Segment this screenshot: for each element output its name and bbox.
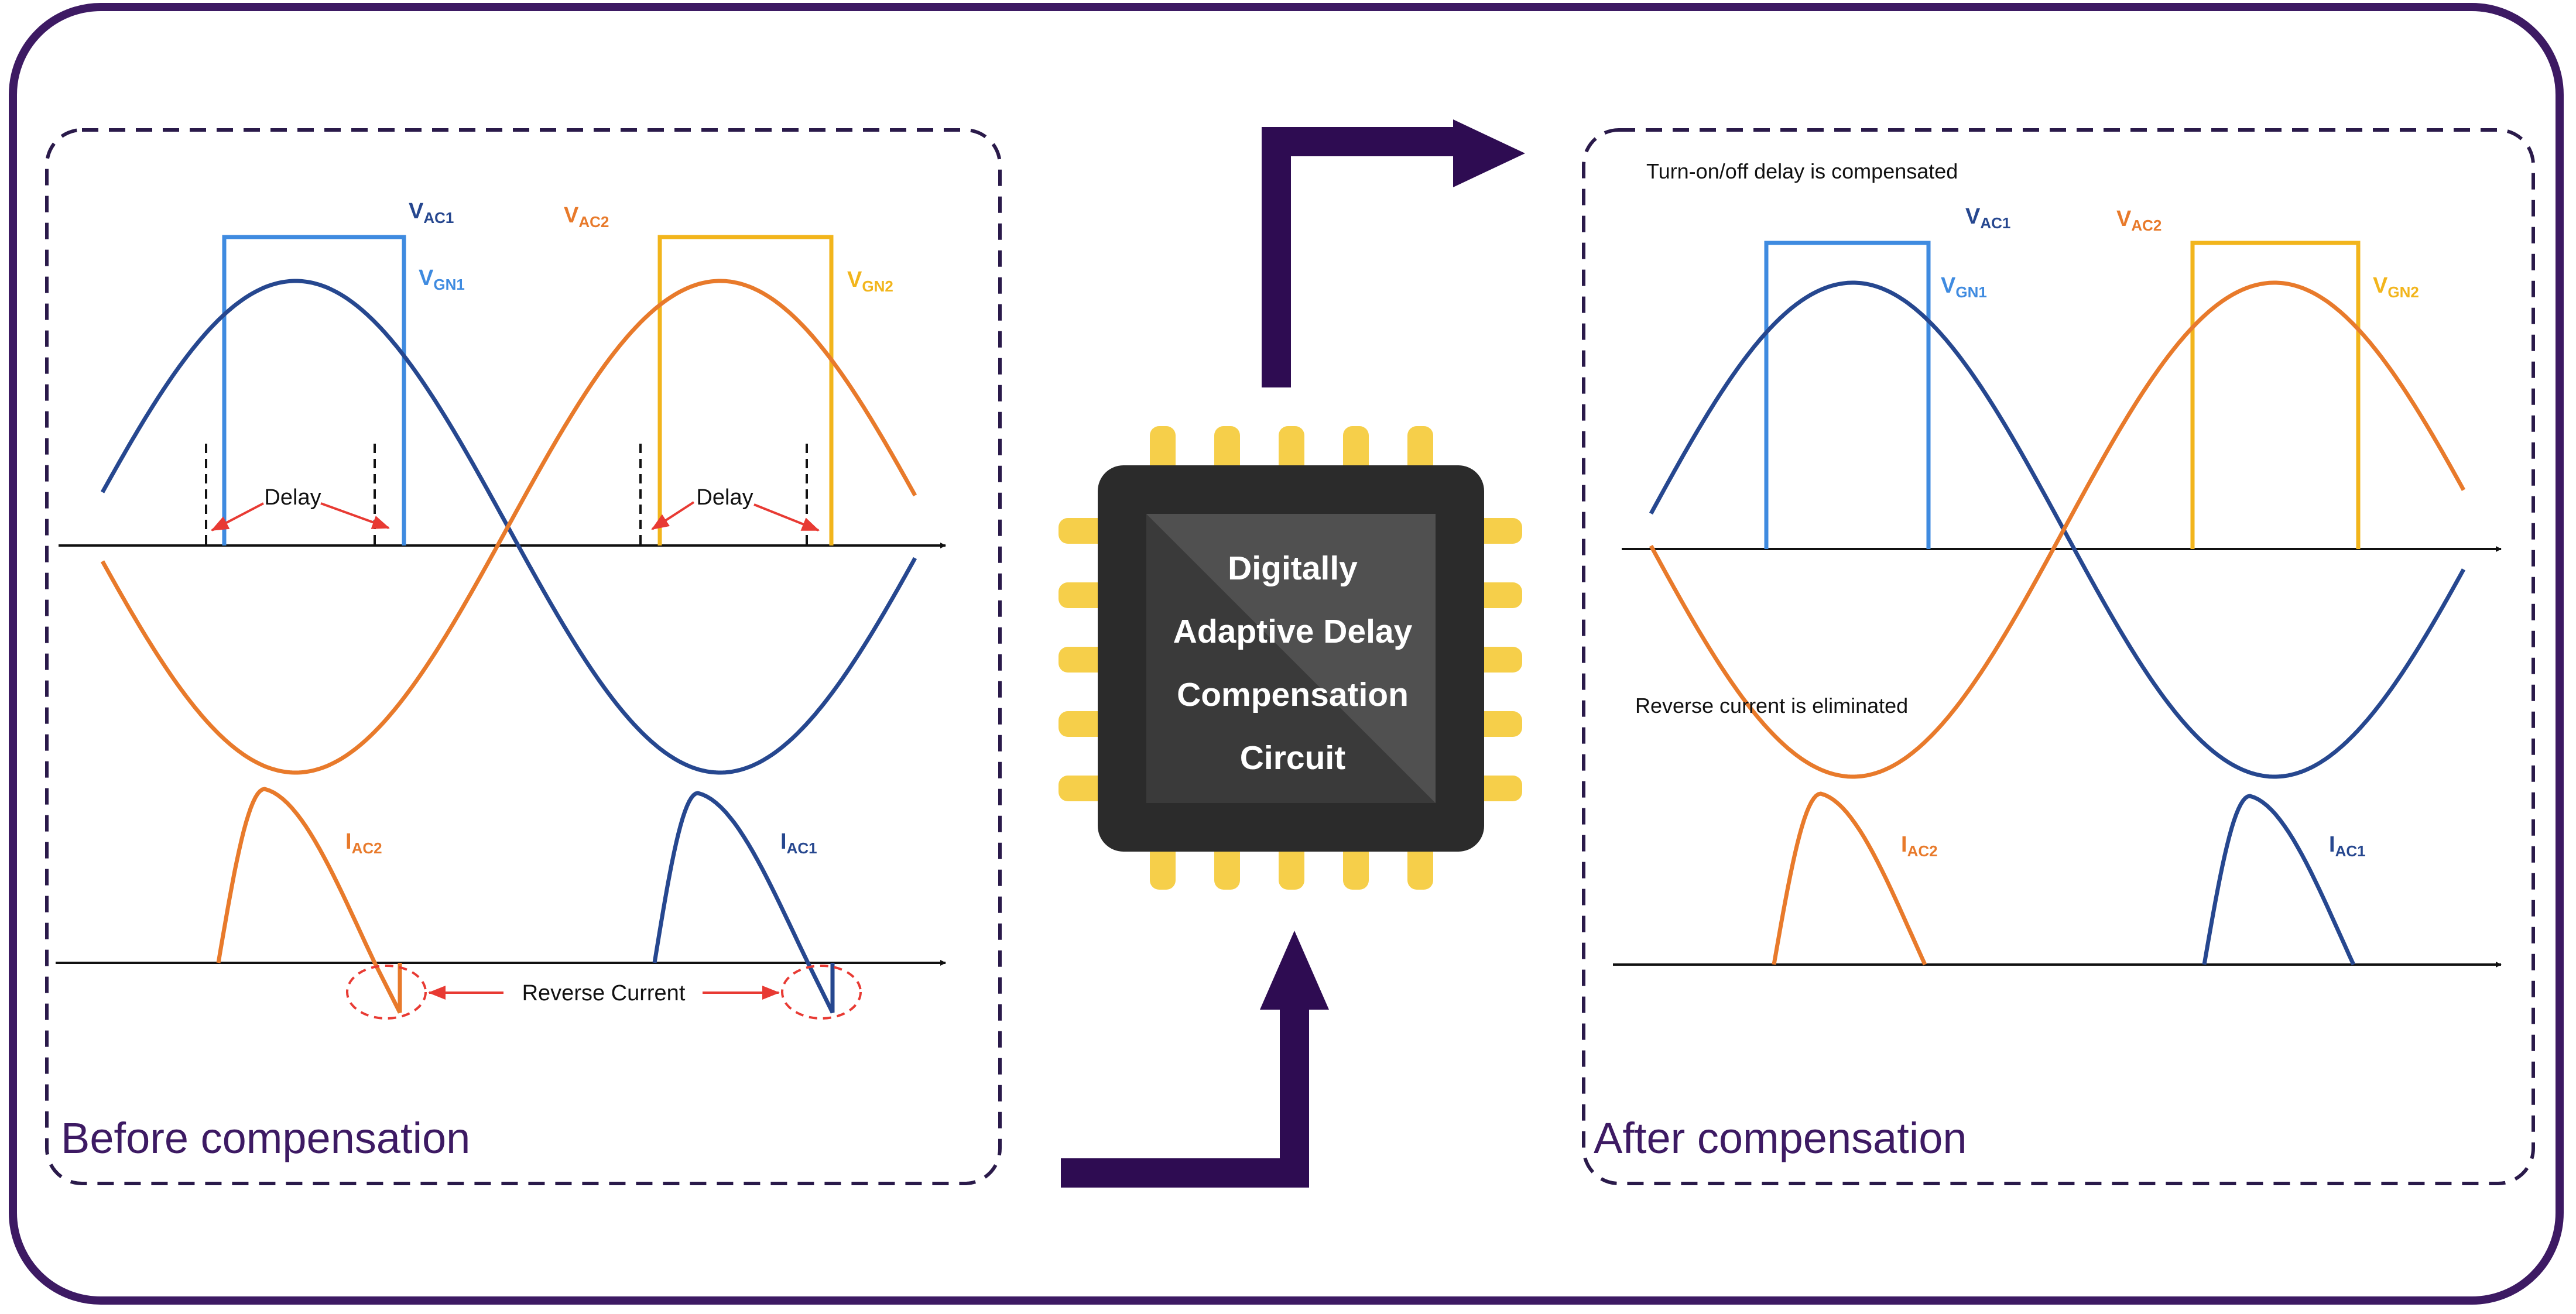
after-vgn2-label: VGN2 xyxy=(2373,273,2419,301)
before-delay-arrow xyxy=(320,502,390,529)
before-vgn2-pulse xyxy=(657,235,834,546)
before-reverse-current-ellipse-2 xyxy=(781,965,862,1020)
after-iac2-label: IAC2 xyxy=(1901,832,1938,860)
chip: Digitally Adaptive Delay Compensation Ci… xyxy=(1059,426,1522,890)
before-title: Before compensation xyxy=(61,1114,470,1162)
before-panel: Delay Delay VAC1 VAC2 VGN1 VGN2 IAC2 IAC… xyxy=(56,199,946,1162)
before-vgn1-label: VGN1 xyxy=(419,266,465,293)
before-iac2-pulse xyxy=(216,787,402,1014)
before-delay-label-1: Delay xyxy=(264,485,321,510)
before-iac1-pulse xyxy=(652,791,835,1014)
chip-label-line1: Digitally xyxy=(1228,550,1358,587)
after-panel-border xyxy=(1582,128,2535,1185)
chip-label-line3: Compensation xyxy=(1177,676,1409,713)
after-vgn1-pulse xyxy=(1764,241,1931,549)
before-vac2-waveform xyxy=(100,279,917,775)
chip-label-line2: Adaptive Delay xyxy=(1173,613,1413,650)
before-iac1-label: IAC1 xyxy=(780,829,817,857)
after-vac1-waveform xyxy=(1649,280,2466,779)
before-delay-arrow xyxy=(753,503,820,531)
before-vgn1-pulse xyxy=(222,235,406,546)
before-delay-arrow xyxy=(211,502,264,531)
after-iac2-pulse xyxy=(1772,791,1927,966)
input-arrow xyxy=(1061,1002,1309,1188)
after-vac2-waveform xyxy=(1649,280,2466,779)
before-delay-arrow xyxy=(651,501,695,530)
after-note-top: Turn-on/off delay is compensated xyxy=(1646,159,1958,183)
chip-die-highlight xyxy=(1146,514,1436,803)
before-panel-border xyxy=(45,128,1002,1185)
after-vac2-label: VAC2 xyxy=(2116,207,2161,234)
after-title: After compensation xyxy=(1594,1114,1967,1162)
before-reverse-current-label: Reverse Current xyxy=(522,981,686,1006)
after-note-mid: Reverse current is eliminated xyxy=(1635,694,1908,718)
after-panel: Turn-on/off delay is compensated VAC1 VA… xyxy=(1594,159,2502,1162)
after-vgn2-pulse xyxy=(2190,241,2361,549)
before-vac1-label: VAC1 xyxy=(409,199,454,227)
after-vgn1-label: VGN1 xyxy=(1941,273,1987,301)
input-arrowhead xyxy=(1260,931,1329,1010)
chip-label-line4: Circuit xyxy=(1240,739,1346,777)
before-vac2-label: VAC2 xyxy=(564,203,609,231)
output-arrowhead xyxy=(1453,119,1525,187)
outer-frame xyxy=(9,3,2564,1305)
output-arrow xyxy=(1262,127,1464,387)
after-iac1-label: IAC1 xyxy=(2329,832,2366,860)
before-vgn2-label: VGN2 xyxy=(847,267,893,295)
before-iac2-label: IAC2 xyxy=(345,829,382,857)
before-delay-label-2: Delay xyxy=(696,485,753,510)
before-reverse-current-ellipse-1 xyxy=(346,965,427,1020)
after-vac1-label: VAC1 xyxy=(1965,204,2010,232)
after-iac1-pulse xyxy=(2202,794,2356,966)
